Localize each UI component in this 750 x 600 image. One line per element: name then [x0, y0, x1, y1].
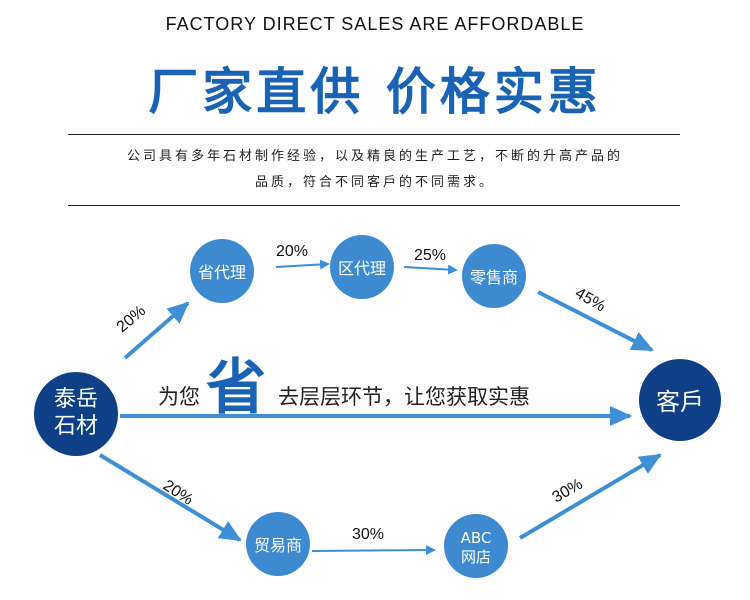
node-abc-line-2: 网店: [461, 548, 491, 566]
node-trader-label: 贸易商: [254, 536, 302, 555]
arrow-retailer-to-customer: [537, 290, 654, 352]
node-abc-online-store: ABC 网店: [444, 514, 508, 578]
bottom-divider: [68, 205, 680, 206]
top-divider: [68, 134, 680, 135]
arrow-trader-to-abc: [311, 545, 436, 556]
node-customer-label: 客戶: [656, 388, 704, 416]
node-retailer-label: 零售商: [470, 268, 518, 287]
arrow-source-to-trader: [98, 453, 242, 542]
node-district-label: 区代理: [338, 259, 386, 278]
arrow-source-to-provincial: [123, 301, 190, 360]
slogan-suffix: 去层层环节，让您获取实惠: [278, 385, 530, 409]
node-source-line-2: 石材: [54, 414, 98, 439]
slogan-highlight-character: 省: [206, 353, 266, 423]
arrow-abc-to-customer: [518, 453, 662, 540]
header-english-title: FACTORY DIRECT SALES ARE AFFORDABLE: [165, 14, 585, 34]
arrow-provincial-to-district: [275, 259, 330, 270]
node-district-agent: 区代理: [330, 235, 394, 299]
slogan-backdrop: [152, 368, 592, 408]
node-source-line-1: 泰岳: [54, 387, 98, 412]
node-abc-line-1: ABC: [461, 529, 492, 547]
label-district-retailer: 25%: [414, 247, 446, 264]
node-customer: 客戶: [639, 359, 721, 441]
label-provincial-district: 20%: [276, 243, 308, 260]
node-provincial-agent: 省代理: [190, 239, 254, 303]
intro-text: 公司具有多年石材制作经验，以及精良的生产工艺，不断的升高产品的 品质，符合不同客…: [75, 144, 675, 196]
intro-line-2: 品质，符合不同客戶的不同需求。: [254, 175, 495, 190]
label-source-provincial: 20%: [114, 302, 149, 336]
intro-line-1: 公司具有多年石材制作经验，以及精良的生产工艺，不断的升高产品的: [126, 149, 623, 164]
slogan-prefix: 为您: [158, 385, 200, 409]
header-chinese-title: 厂家直供 价格实惠: [148, 63, 602, 121]
node-trader: 贸易商: [246, 512, 310, 576]
node-source: 泰岳 石材: [34, 372, 118, 456]
arrow-district-to-retailer: [403, 264, 458, 275]
node-retailer: 零售商: [462, 244, 526, 308]
label-trader-abc: 30%: [352, 526, 384, 543]
node-provincial-label: 省代理: [198, 263, 246, 282]
